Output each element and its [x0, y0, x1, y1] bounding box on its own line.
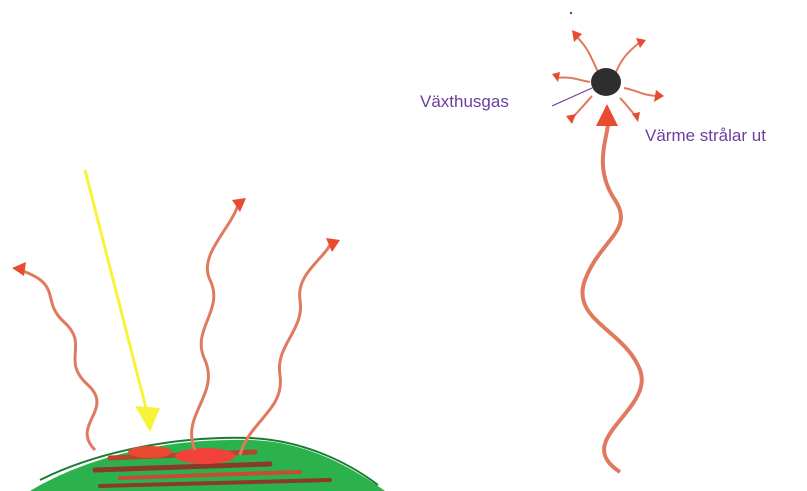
heat-wave-right	[240, 238, 340, 455]
heat-radiates-out-label: Värme strålar ut	[645, 126, 766, 146]
greenhouse-gas-label: Växthusgas	[420, 92, 509, 112]
heat-wave-to-gas	[582, 104, 641, 472]
tiny-dot	[570, 12, 572, 14]
sun-ray-arrow	[85, 170, 160, 432]
heat-wave-left	[12, 262, 97, 450]
heat-wave-middle	[192, 198, 246, 450]
